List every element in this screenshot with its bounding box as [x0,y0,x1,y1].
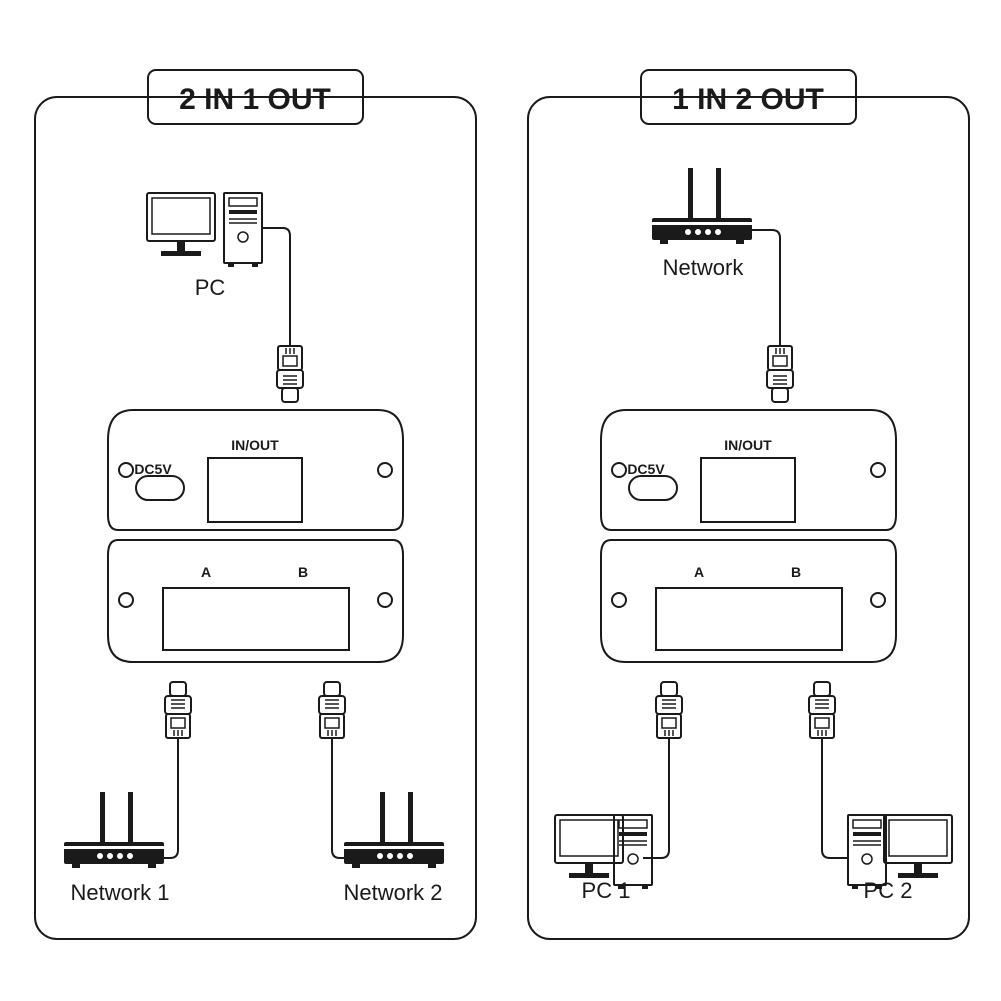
ethernet-cable [262,227,291,346]
switch-device-top: DC5V IN/OUT [107,409,404,531]
ethernet-cable [331,738,346,859]
rj45-connector-icon [318,681,346,739]
port-a-label: A [694,564,704,580]
panel-frame [527,96,970,940]
panel-title: 1 IN 2 OUT [672,83,824,116]
pc-icon [146,192,263,268]
port-b-label: B [791,564,801,580]
pc-2-label: PC 2 [864,878,913,903]
ethernet-cable [821,738,848,859]
panel-title-box [640,69,857,125]
panel-frame [34,96,477,940]
network-label: Network [663,255,745,280]
rj45-connector-icon [655,681,683,739]
panel-title-box [147,69,364,125]
pc-1-label: PC 1 [582,878,631,903]
ethernet-cable [752,229,781,346]
dc-label: DC5V [134,461,172,477]
router-icon [344,792,444,868]
rj45-connector-icon [766,345,794,403]
switch-device-top: DC5V IN/OUT [600,409,897,531]
port-b-label: B [298,564,308,580]
rj45-connector-icon [164,681,192,739]
network-2-label: Network 2 [343,880,442,905]
in-out-label: IN/OUT [231,437,279,453]
switch-device-bottom: A B [600,539,897,663]
in-out-label: IN/OUT [724,437,772,453]
network-1-label: Network 1 [70,880,169,905]
port-a-label: A [201,564,211,580]
panel-1-in-2-out: 1 IN 2 OUT Network DC5V IN/OUT A B PC 1 [527,69,970,940]
pc-label: PC [195,275,226,300]
router-icon [64,792,164,868]
dc-label: DC5V [627,461,665,477]
rj45-connector-icon [276,345,304,403]
router-icon [652,168,752,244]
panel-title: 2 IN 1 OUT [179,83,331,116]
rj45-connector-icon [808,681,836,739]
ethernet-cable [163,738,179,859]
panel-2-in-1-out: 2 IN 1 OUT PC DC5V IN/OUT A B Network 1 [34,69,477,940]
ethernet-cable [643,738,670,859]
switch-device-bottom: A B [107,539,404,663]
